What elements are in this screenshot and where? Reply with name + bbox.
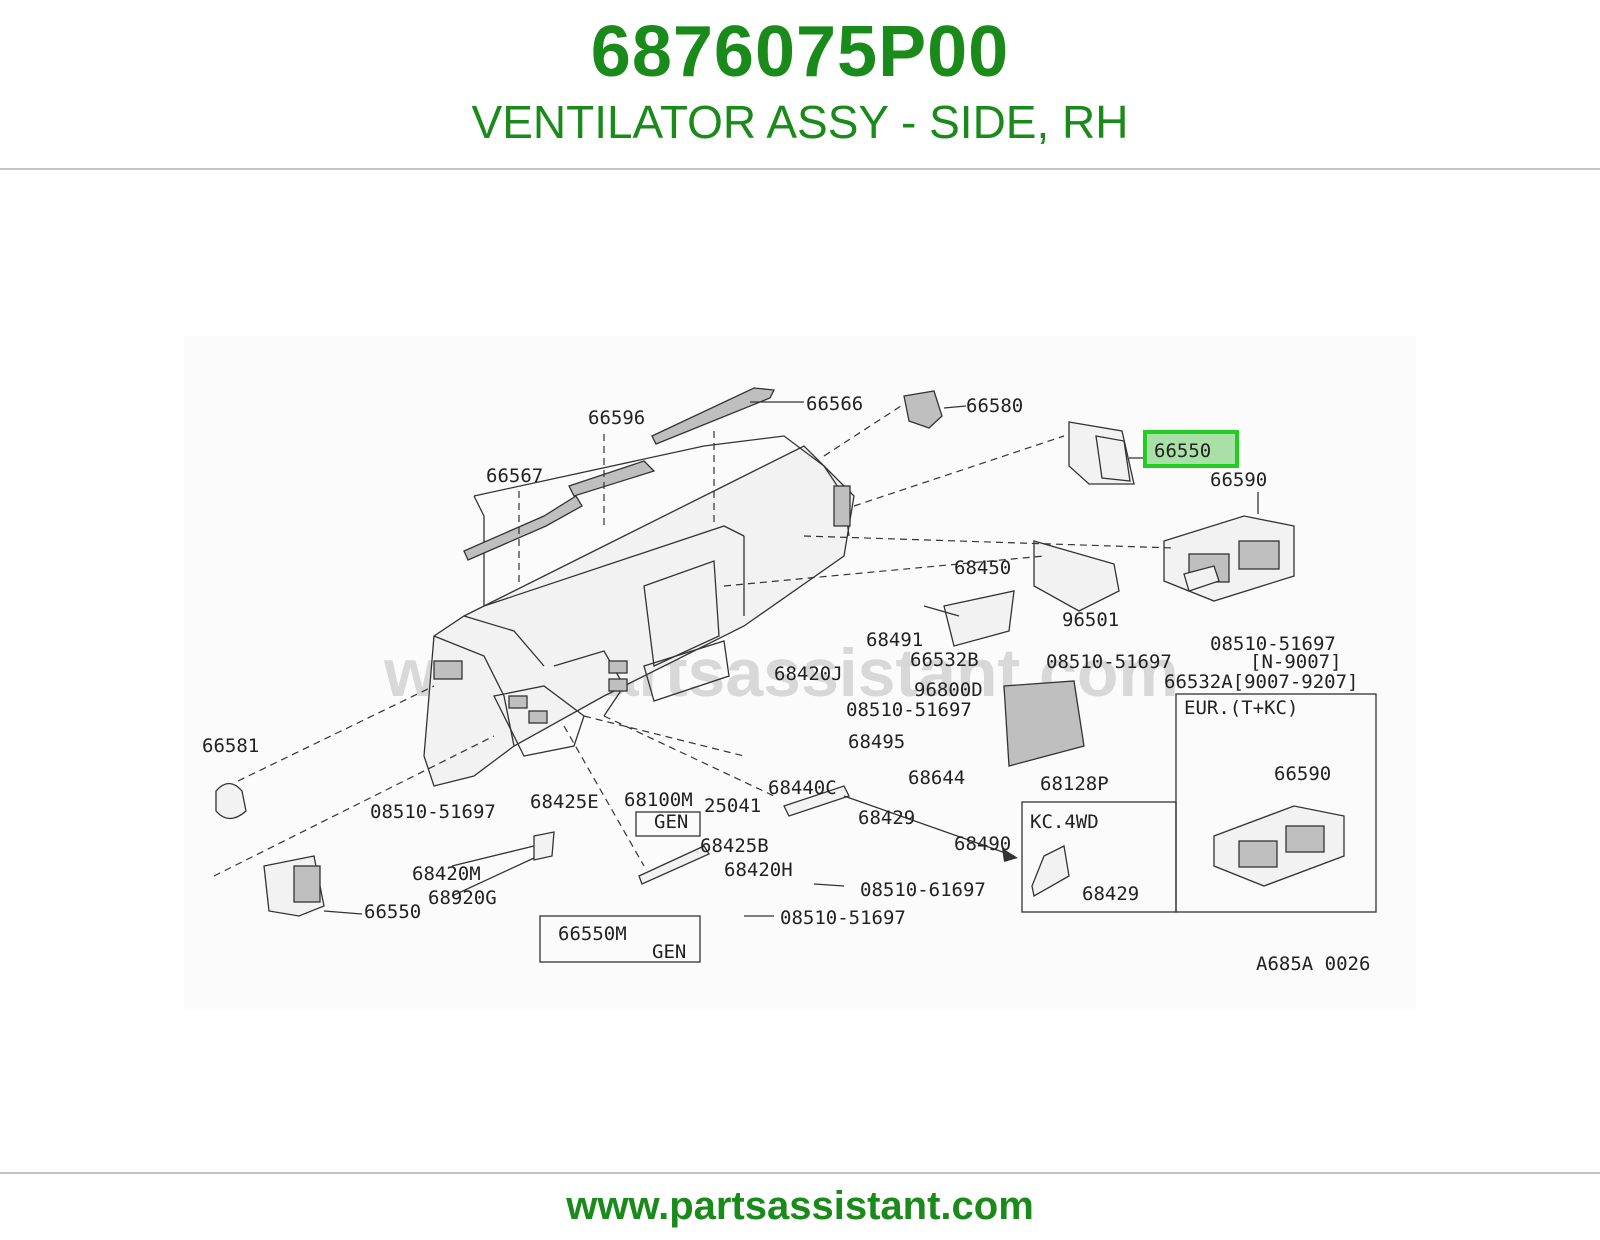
- label-66532B: 66532B: [910, 649, 979, 671]
- leader-lines: [213, 401, 1259, 917]
- label-gen-2: GEN: [652, 941, 686, 963]
- label-n9007: [N-9007]: [1250, 651, 1342, 673]
- defroster-grille-strips: [463, 387, 776, 561]
- label-gen-1: GEN: [654, 811, 688, 833]
- label-68450: 68450: [954, 557, 1011, 579]
- label-66550-highlighted[interactable]: 66550: [1154, 440, 1211, 462]
- vent-66580-part: [903, 390, 943, 429]
- label-eur-tkc: EUR.(T+KC): [1184, 697, 1298, 719]
- kc4wd-inset-box: [1021, 801, 1177, 913]
- part-description: VENTILATOR ASSY - SIDE, RH: [471, 96, 1129, 148]
- label-66596: 66596: [588, 407, 645, 429]
- label-66590: 66590: [1210, 469, 1267, 491]
- side-ventilator-rh-grille: [1095, 435, 1131, 482]
- label-68128P: 68128P: [1040, 773, 1109, 795]
- label-68495: 68495: [848, 731, 905, 753]
- trim-strip-68420M-part: [533, 831, 555, 861]
- bracket-96501-part: [1033, 540, 1120, 612]
- clip-68429-part: [783, 785, 850, 817]
- label-68644: 68644: [908, 767, 965, 789]
- panel-68450-part: [943, 590, 1015, 647]
- label-66580: 66580: [966, 395, 1023, 417]
- label-screw-08510-51697-a: 08510-51697: [1046, 651, 1172, 673]
- header-divider: [0, 168, 1600, 170]
- label-25041: 25041: [704, 795, 761, 817]
- label-screw-08510-61697: 08510-61697: [860, 879, 986, 901]
- label-66590-eur: 66590: [1274, 763, 1331, 785]
- label-kc4wd: KC.4WD: [1030, 811, 1099, 833]
- label-screw-08510-51697-d: 08510-51697: [370, 801, 496, 823]
- dashboard-panel: [423, 435, 855, 787]
- diagram-code: A685A 0026: [1256, 953, 1370, 975]
- eur-center-vent-part: [1213, 805, 1345, 887]
- label-66550M: 66550M: [558, 923, 627, 945]
- side-ventilator-rh-part: [1068, 421, 1135, 485]
- vent-66581-part: [215, 782, 247, 820]
- highlight-box[interactable]: [1143, 430, 1239, 468]
- cover-68128P-part: [1003, 680, 1085, 767]
- parts-diagram-svg: www.partsassistant.com: [184, 336, 1416, 1010]
- label-66581: 66581: [202, 735, 259, 757]
- label-68420J: 68420J: [774, 663, 843, 685]
- label-96501: 96501: [1062, 609, 1119, 631]
- label-screw-08510-51697-e: 08510-51697: [780, 907, 906, 929]
- label-screw-08510-51697-c: 08510-51697: [846, 699, 972, 721]
- label-68429: 68429: [858, 807, 915, 829]
- label-68100M: 68100M: [624, 789, 693, 811]
- part-number-title: 6876075P00: [590, 12, 1010, 92]
- label-96800D: 96800D: [914, 679, 983, 701]
- kc-clip-part: [1031, 845, 1070, 898]
- label-66532A: 66532A[9007-9207]: [1164, 671, 1358, 693]
- page-header: 6876075P00 VENTILATOR ASSY - SIDE, RH: [0, 0, 1600, 168]
- screw-part: [1183, 565, 1220, 592]
- label-68425B: 68425B: [700, 835, 769, 857]
- label-68440C: 68440C: [768, 777, 837, 799]
- label-68429-kc: 68429: [1082, 883, 1139, 905]
- side-ventilator-lh-part: [263, 855, 325, 917]
- label-66566: 66566: [806, 393, 863, 415]
- label-68425E: 68425E: [530, 791, 599, 813]
- footer-url[interactable]: www.partsassistant.com: [566, 1184, 1034, 1228]
- label-68491: 68491: [866, 629, 923, 651]
- label-68420M: 68420M: [412, 863, 481, 885]
- footer-divider: [0, 1172, 1600, 1174]
- label-screw-08510-51697-b: 08510-51697: [1210, 633, 1336, 655]
- label-68920G: 68920G: [428, 887, 497, 909]
- parts-diagram: www.partsassistant.com: [184, 336, 1416, 1010]
- label-66567: 66567: [486, 465, 543, 487]
- gen-box-2: [539, 915, 701, 963]
- gen-box-1: [635, 811, 701, 837]
- label-68420H: 68420H: [724, 859, 793, 881]
- label-66550-lh: 66550: [364, 901, 421, 923]
- label-68490: 68490: [954, 833, 1011, 855]
- trim-strip-68420H-part: [638, 845, 710, 885]
